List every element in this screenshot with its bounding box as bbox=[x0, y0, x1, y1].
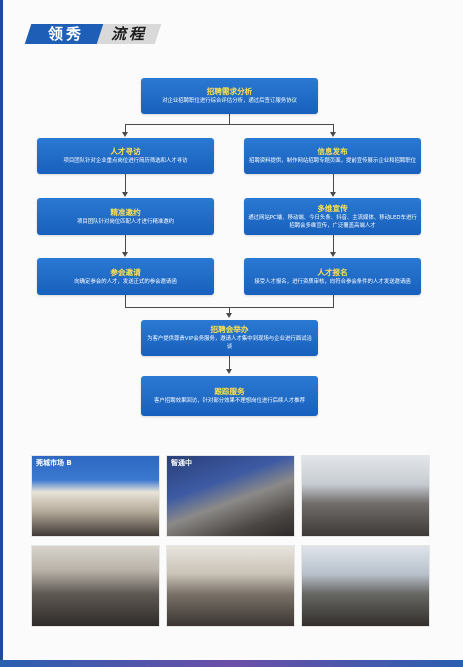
step-desc: 通过网站PC端、移动端、今日头条、抖音、主流媒体、移动LED车进行招聘会多维宣传… bbox=[248, 214, 417, 229]
connector bbox=[125, 124, 126, 133]
connector bbox=[125, 295, 126, 307]
step-title: 人才寻访 bbox=[110, 147, 141, 156]
title-part2: 流程 bbox=[110, 25, 147, 43]
arrow-icon bbox=[122, 132, 128, 137]
event-photo-3 bbox=[301, 455, 430, 537]
step-desc: 项目团队针对企业重点岗位进行简历筛选和人才寻访 bbox=[63, 158, 188, 164]
connector bbox=[125, 235, 126, 252]
step-title: 多维宣传 bbox=[317, 203, 348, 213]
step-desc: 向确定参会的人才，发送正式的参会邀请函 bbox=[74, 278, 177, 285]
connector bbox=[333, 174, 334, 192]
photo-caption: 莞城市场 B bbox=[36, 459, 72, 467]
connector bbox=[333, 295, 334, 307]
step-talent-signup: 人才报名 接受人才报名，进行资质审核，向符合参会条件的人才发送邀请函 bbox=[244, 258, 421, 295]
arrow-icon bbox=[122, 252, 128, 257]
event-photo-4 bbox=[31, 545, 160, 627]
step-desc: 项目团队针对岗位匹配人才进行精准邀约 bbox=[76, 218, 175, 225]
step-title: 招聘会举办 bbox=[210, 325, 249, 334]
step-title: 信息发布 bbox=[317, 147, 348, 156]
step-desc: 客户招聘效果回访，针对部分效果不理想岗位进行后续人才推荐 bbox=[154, 398, 305, 404]
step-follow-up: 跟踪服务 客户招聘效果回访，针对部分效果不理想岗位进行后续人才推荐 bbox=[141, 376, 318, 416]
arrow-icon bbox=[330, 252, 336, 257]
bottom-accent-bar bbox=[0, 660, 463, 667]
left-accent-bar bbox=[0, 0, 3, 667]
step-precise-invite: 精准邀约 项目团队针对岗位匹配人才进行精准邀约 bbox=[37, 198, 214, 235]
connector bbox=[229, 307, 230, 314]
step-desc: 对企业招聘职位进行综合评估分析，通过后签订服务协议 bbox=[162, 98, 297, 104]
connector bbox=[125, 124, 333, 125]
arrow-icon bbox=[122, 192, 128, 197]
step-title: 跟踪服务 bbox=[214, 387, 245, 396]
event-photo-5 bbox=[166, 545, 295, 627]
step-title: 招聘需求分析 bbox=[206, 87, 253, 96]
arrow-icon bbox=[330, 132, 336, 137]
step-desc: 招聘资料提供，制作网站招聘专题页面，提前宣传展示企业和招聘职位 bbox=[248, 158, 417, 164]
title-part1: 领秀 bbox=[47, 25, 84, 43]
event-photo-6 bbox=[301, 545, 430, 627]
step-fair-held: 招聘会举办 为客户提供尊贵VIP会务服务，邀请人才集中到现场与企业进行面试洽谈 bbox=[141, 320, 318, 356]
photo-caption: 智通中 bbox=[171, 459, 192, 467]
step-talent-search: 人才寻访 项目团队针对企业重点岗位进行简历筛选和人才寻访 bbox=[37, 138, 214, 174]
step-desc: 接受人才报名，进行资质审核，向符合参会条件的人才发送邀请函 bbox=[254, 278, 411, 285]
step-invite-attend: 参会邀请 向确定参会的人才，发送正式的参会邀请函 bbox=[37, 258, 214, 295]
connector bbox=[333, 235, 334, 252]
arrow-icon bbox=[330, 192, 336, 197]
arrow-icon bbox=[226, 369, 232, 374]
event-photo-2: 智通中 bbox=[166, 455, 295, 537]
arrow-icon bbox=[226, 313, 232, 318]
step-demand-analysis: 招聘需求分析 对企业招聘职位进行综合评估分析，通过后签订服务协议 bbox=[141, 78, 318, 114]
step-info-release: 信息发布 招聘资料提供，制作网站招聘专题页面，提前宣传展示企业和招聘职位 bbox=[244, 138, 421, 174]
step-desc: 为客户提供尊贵VIP会务服务，邀请人才集中到现场与企业进行面试洽谈 bbox=[147, 336, 312, 350]
connector bbox=[229, 356, 230, 369]
connector bbox=[125, 174, 126, 192]
step-multi-promo: 多维宣传 通过网站PC端、移动端、今日头条、抖音、主流媒体、移动LED车进行招聘… bbox=[244, 198, 421, 235]
step-title: 人才报名 bbox=[317, 267, 348, 277]
event-photo-1: 莞城市场 B bbox=[31, 455, 160, 537]
connector bbox=[229, 114, 230, 124]
connector bbox=[333, 124, 334, 133]
title-tab-secondary: 流程 bbox=[96, 24, 162, 44]
step-title: 精准邀约 bbox=[110, 207, 141, 217]
title-tab-primary: 领秀 bbox=[24, 24, 108, 44]
step-title: 参会邀请 bbox=[110, 267, 141, 277]
